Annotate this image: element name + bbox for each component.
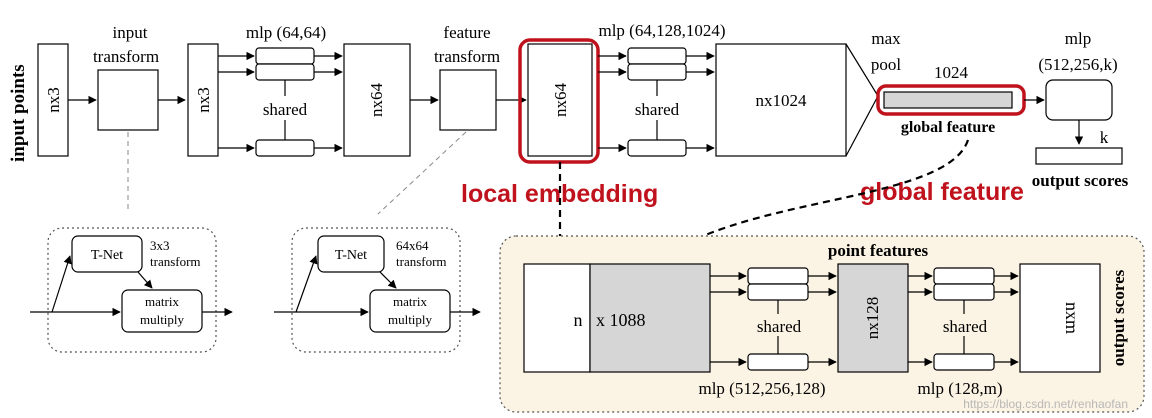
mlp-512-256-k-label-2: (512,256,k) <box>1038 55 1117 74</box>
input-transform-label-1: input <box>113 23 148 42</box>
nxm-label: nxm <box>1062 302 1082 334</box>
tnet1-label: T-Net <box>91 248 123 263</box>
tnet1-dim-2: transform <box>150 254 201 269</box>
input-transform-box <box>97 69 159 131</box>
seg-mlp1-unit-3 <box>747 353 809 371</box>
nx128-label: nx128 <box>863 297 882 340</box>
mlp1-unit-2 <box>255 63 315 81</box>
tnet2-box <box>317 235 385 273</box>
tnet1-panel <box>47 227 217 353</box>
concat-1088-label: x 1088 <box>596 310 646 330</box>
shared-label-2: shared <box>635 100 680 119</box>
tnet2-multiply-1: matrix <box>393 294 427 309</box>
seg-mlp2-unit-2 <box>933 283 995 301</box>
tnet2-label: T-Net <box>335 248 367 263</box>
feature-transform-label-2: transform <box>434 47 500 66</box>
global-feature-annotation: global feature <box>860 178 1024 206</box>
tnet1-multiply-1: matrix <box>145 294 179 309</box>
classification-network: input points nx3 input transform nx3 mlp… <box>8 21 1129 190</box>
cls-output-scores-label: output scores <box>1032 171 1129 190</box>
feature-transform-box <box>439 69 497 131</box>
tnet2-leader <box>377 131 467 215</box>
mlp-64-128-1024-label: mlp (64,128,1024) <box>598 21 725 40</box>
k-label: k <box>1100 128 1109 147</box>
input-transform-label-2: transform <box>93 47 159 66</box>
tnet2-dim-2: transform <box>396 254 447 269</box>
input-nx3-label: nx3 <box>44 87 63 113</box>
segmentation-network: point features n x 1088 shared nx128 sha… <box>499 235 1145 413</box>
mlp2-unit-2 <box>627 63 687 81</box>
input-nx3-box <box>37 43 69 157</box>
seg-mlp2-unit-1 <box>933 267 995 285</box>
cls-output-scores-bar <box>1035 147 1123 165</box>
nx64-box-a <box>343 43 411 157</box>
cls-mlp-box <box>1045 79 1113 121</box>
global-feature-caption: global feature <box>901 119 995 136</box>
tnet2-multiply-box <box>369 289 451 333</box>
dim-1024-label: 1024 <box>934 63 969 82</box>
tnet2-panel <box>291 227 461 353</box>
input-points-label: input points <box>8 64 29 162</box>
mlp2-unit-1 <box>627 47 687 65</box>
concat-global-part <box>589 263 711 373</box>
mlp1-unit-3 <box>255 139 315 157</box>
seg-shared-label-2: shared <box>943 317 988 336</box>
nx128-box <box>837 263 909 373</box>
seg-mlp1-unit-1 <box>747 267 809 285</box>
mlp1-unit-1 <box>255 47 315 65</box>
tnet-64x64-detail: T-Net 64x64 transform matrix multiply <box>274 227 481 353</box>
max-pool-label-2: pool <box>871 55 902 74</box>
concat-n-label: n <box>574 310 583 330</box>
tnet2-multiply-2: multiply <box>388 312 433 327</box>
max-pool-label-1: max <box>871 29 901 48</box>
concat-local-part <box>523 263 591 373</box>
seg-mlp1-unit-2 <box>747 283 809 301</box>
shared-label-1: shared <box>263 100 308 119</box>
point-features-label: point features <box>828 241 929 260</box>
nxm-box <box>1019 263 1101 373</box>
tnet1-box <box>71 235 143 273</box>
nx1024-label: nx1024 <box>756 91 808 110</box>
nx64-label-b: nx64 <box>551 83 570 118</box>
nx64-label-a: nx64 <box>367 83 386 118</box>
tnet2-dim-1: 64x64 <box>396 238 429 253</box>
feature-transform-label-1: feature <box>443 23 490 42</box>
seg-mlp2-unit-3 <box>933 353 995 371</box>
mlp-512-256-k-label-1: mlp <box>1065 29 1091 48</box>
nx64-box-b <box>527 43 593 157</box>
tnet1-dim-1: 3x3 <box>150 238 170 253</box>
mlp-128-m-label: mlp (128,m) <box>918 379 1003 398</box>
seg-output-scores-label: output scores <box>1109 269 1128 366</box>
mlp-64-64-label: mlp (64,64) <box>246 23 326 42</box>
tnet-3x3-detail: T-Net 3x3 transform matrix multiply <box>30 227 233 353</box>
watermark: https://blog.csdn.net/renhaofan <box>963 397 1128 411</box>
mlp-512-256-128-label: mlp (512,256,128) <box>698 379 825 398</box>
transformed-nx3-box <box>187 43 219 157</box>
mlp2-unit-3 <box>627 139 687 157</box>
transformed-nx3-label: nx3 <box>194 87 213 113</box>
seg-shared-label-1: shared <box>757 317 802 336</box>
tnet1-multiply-2: multiply <box>140 312 185 327</box>
global-feature-bar <box>883 91 1013 109</box>
tnet1-multiply-box <box>121 289 203 333</box>
global-to-seg-arrow <box>670 139 970 253</box>
nx1024-box <box>715 43 847 157</box>
